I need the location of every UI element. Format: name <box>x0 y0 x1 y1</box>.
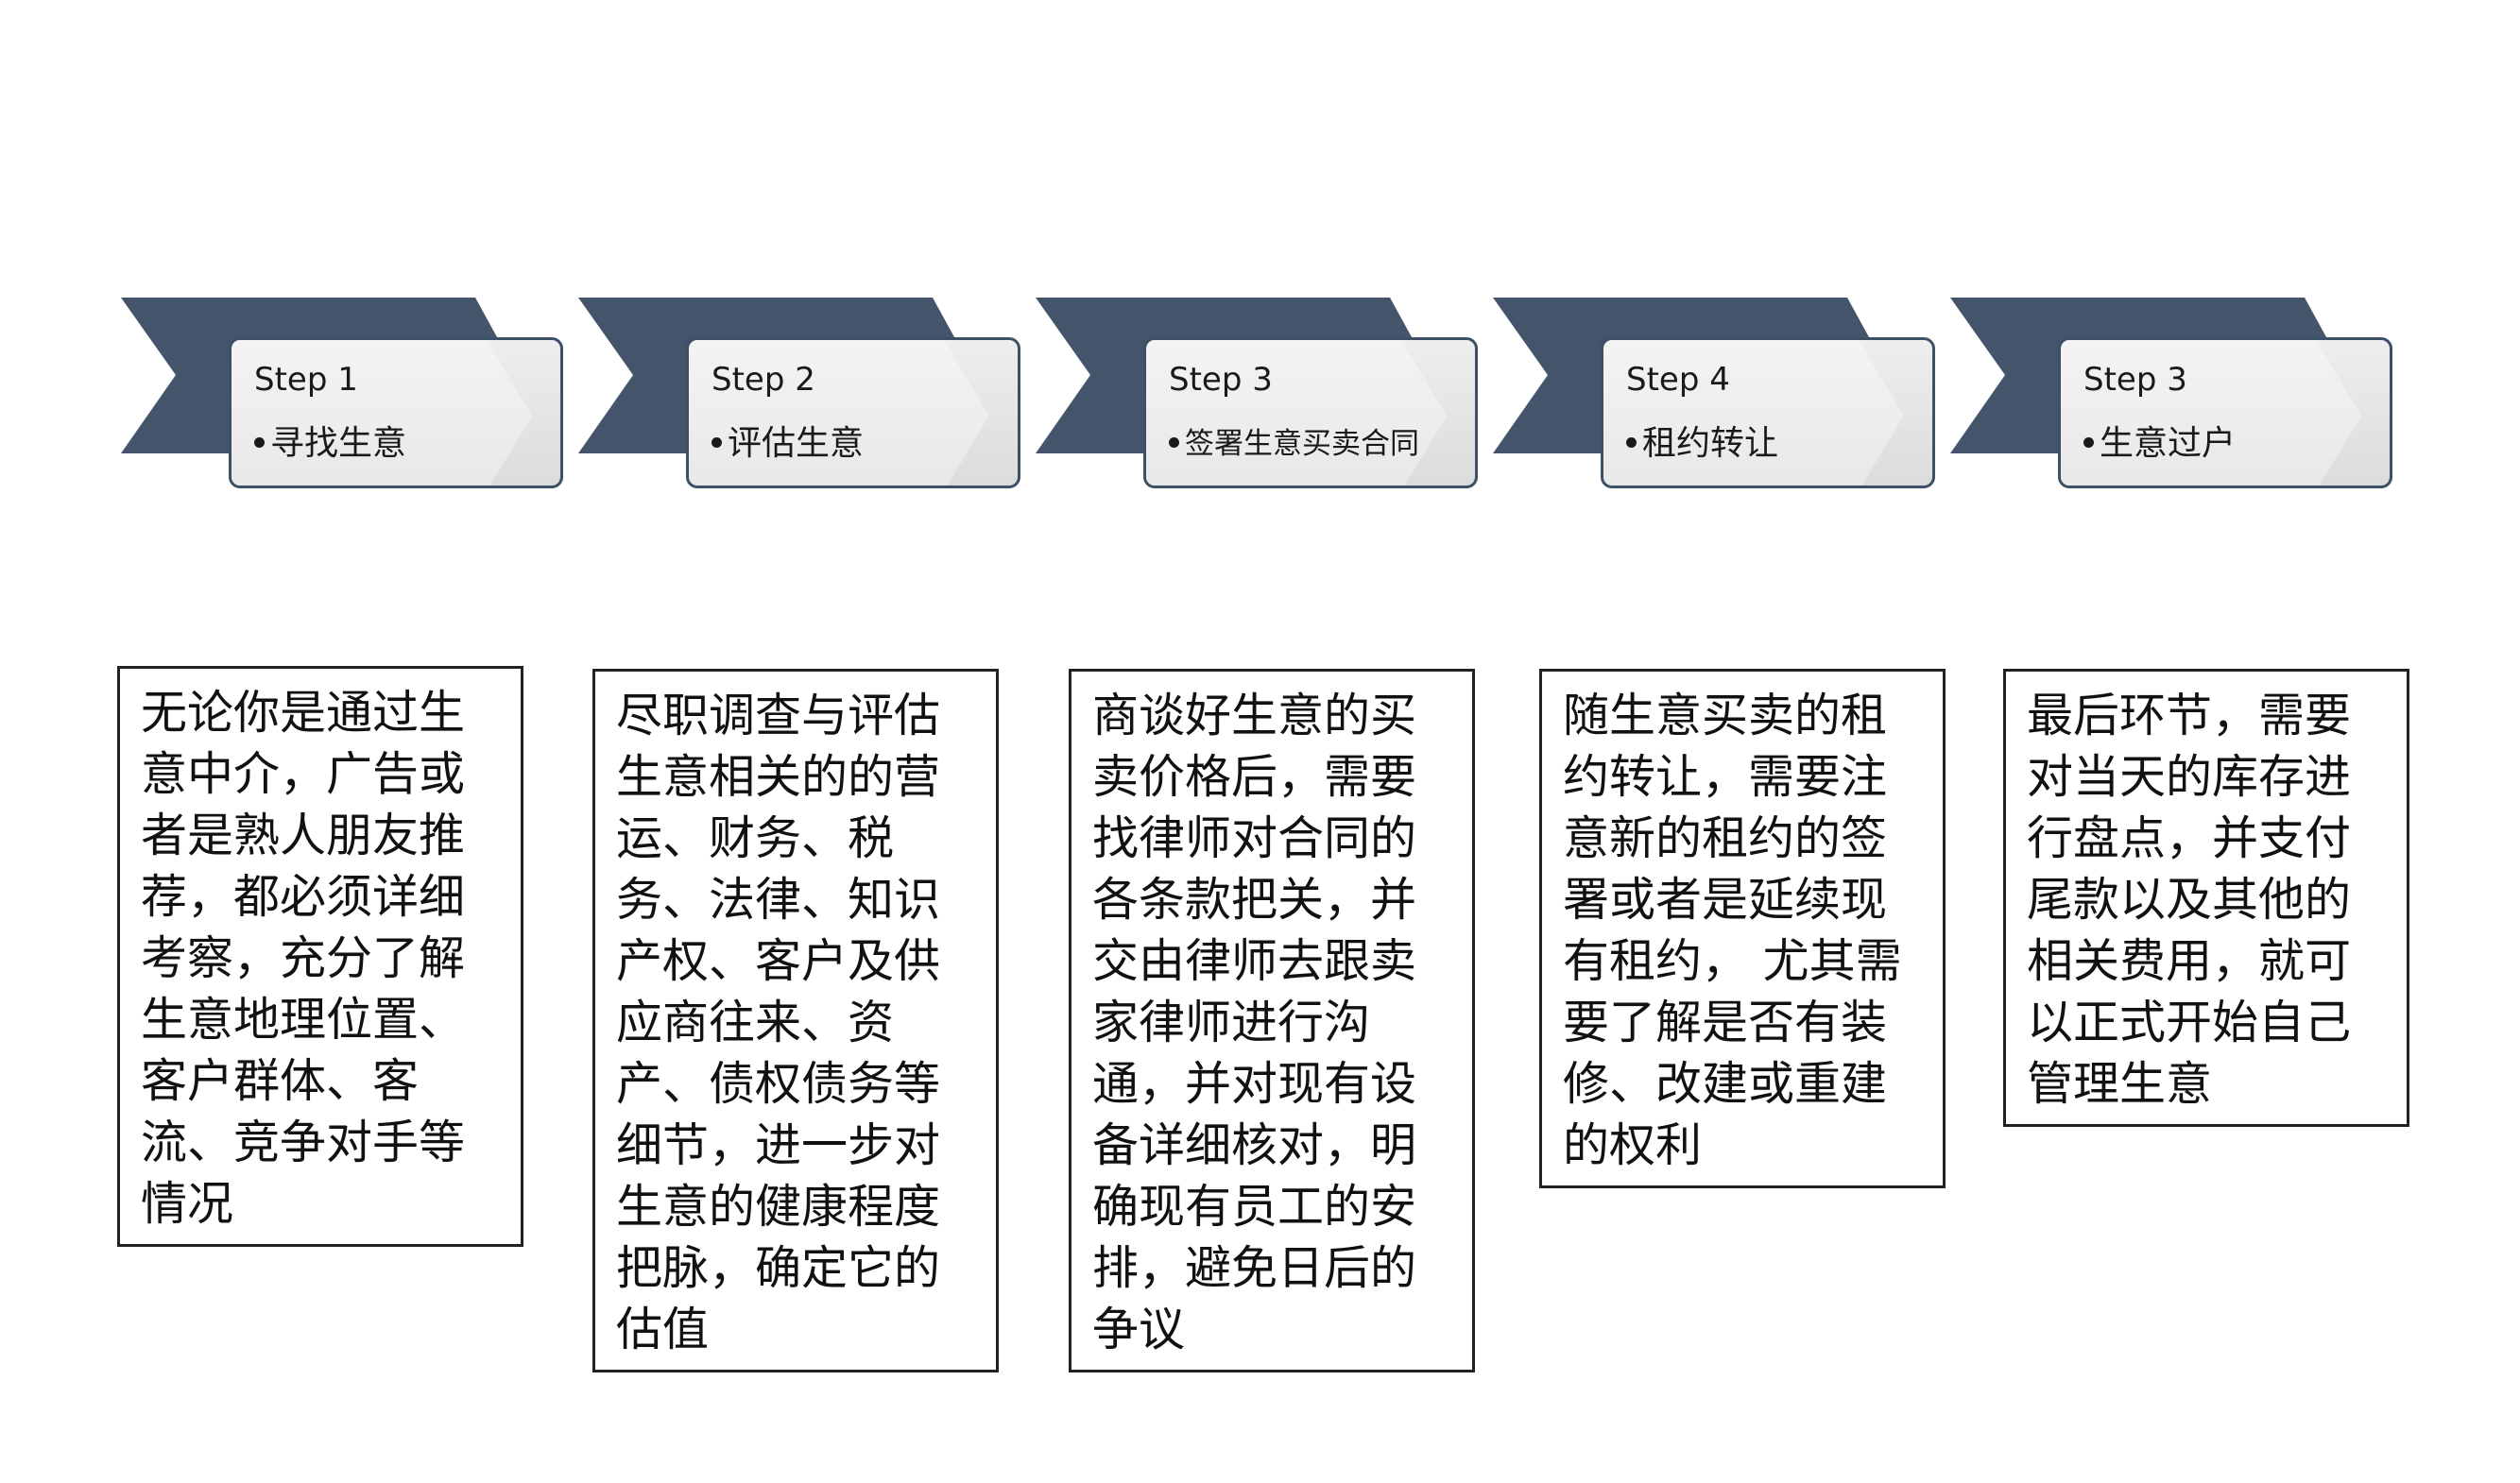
chevron-arrow-icon <box>121 298 518 453</box>
arrow-highlight-icon <box>1603 340 1904 486</box>
step-3-detail: 商谈好生意的买卖价格后，需要找律师对合同的各条款把关，并交由律师去跟卖家律师进行… <box>1069 669 1475 1372</box>
chevron-arrow-icon <box>578 298 975 453</box>
bullet-icon <box>711 436 722 448</box>
process-step-5: Step 3 生意过户 <box>1950 0 2404 548</box>
chevron-arrow-icon <box>1036 298 1432 453</box>
step-item: 租约转让 <box>1626 416 1778 465</box>
step-title: Step 2 <box>711 361 815 399</box>
process-step-4: Step 4 租约转让 <box>1493 0 1946 548</box>
process-step-2: Step 2 评估生意 <box>578 0 1032 548</box>
step-item-text: 租约转让 <box>1642 424 1779 463</box>
step-item: 签署生意买卖合同 <box>1169 419 1419 462</box>
arrow-highlight-icon <box>2061 340 2361 486</box>
step-item-text: 评估生意 <box>728 424 865 463</box>
step-title: Step 3 <box>2083 361 2187 399</box>
step-label-box: Step 1 寻找生意 <box>229 337 563 488</box>
step-item-text: 寻找生意 <box>270 424 407 463</box>
chevron-arrow-icon <box>1950 298 2347 453</box>
step-4-detail: 随生意买卖的租约转让，需要注意新的租约的签署或者是延续现有租约， 尤其需要了解是… <box>1539 669 1946 1188</box>
step-label-box: Step 4 租约转让 <box>1601 337 1935 488</box>
process-step-3: Step 3 签署生意买卖合同 <box>1036 0 1489 548</box>
process-step-1: Step 1 寻找生意 <box>121 0 574 548</box>
arrow-highlight-icon <box>689 340 989 486</box>
step-item-text: 生意过户 <box>2100 424 2237 463</box>
step-item: 生意过户 <box>2083 416 2236 465</box>
step-label-box: Step 3 签署生意买卖合同 <box>1143 337 1478 488</box>
bullet-icon <box>254 436 265 448</box>
arrow-highlight-icon <box>1146 340 1447 486</box>
bullet-icon <box>1626 436 1637 448</box>
step-item: 寻找生意 <box>254 416 406 465</box>
step-title: Step 4 <box>1626 361 1730 399</box>
bullet-icon <box>2083 436 2094 448</box>
step-title: Step 1 <box>254 361 358 399</box>
arrow-highlight-icon <box>231 340 532 486</box>
step-5-detail: 最后环节，需要对当天的库存进行盘点，并支付尾款以及其他的相关费用，就可以正式开始… <box>2003 669 2409 1127</box>
step-item-text: 签署生意买卖合同 <box>1185 427 1419 461</box>
step-label-box: Step 2 评估生意 <box>686 337 1020 488</box>
step-2-detail: 尽职调查与评估生意相关的的营运、财务、税务、法律、知识产权、客户及供应商往来、资… <box>592 669 999 1372</box>
step-1-detail: 无论你是通过生意中介，广告或者是熟人朋友推荐，都必须详细考察，充分了解生意地理位… <box>117 666 523 1247</box>
bullet-icon <box>1169 437 1179 448</box>
chevron-arrow-icon <box>1493 298 1890 453</box>
step-item: 评估生意 <box>711 416 864 465</box>
step-title: Step 3 <box>1169 361 1273 399</box>
step-label-box: Step 3 生意过户 <box>2058 337 2392 488</box>
